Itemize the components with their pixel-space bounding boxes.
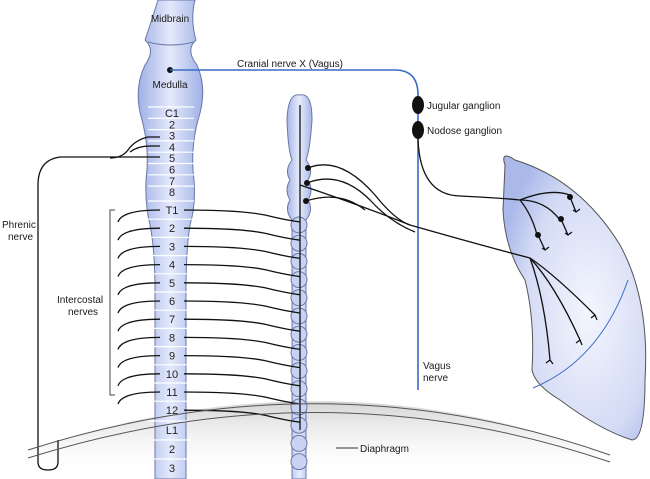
intercostal-nerve-left	[117, 245, 161, 259]
intercostal-nerve-left	[117, 336, 161, 350]
intercostal-nerve-left	[117, 227, 161, 241]
intercostal-nerve-right	[183, 209, 301, 223]
segment-label: 3	[169, 463, 175, 475]
medulla-label: Medulla	[152, 80, 187, 91]
chain-ganglion	[290, 453, 308, 471]
intercostal-nerve-right	[183, 409, 301, 423]
intercostal-nerve-right	[183, 336, 301, 351]
vagus-nerve-label-2: nerve	[423, 373, 448, 384]
vagus-cranial-label: Cranial nerve X (Vagus)	[237, 59, 343, 70]
segment-label: 4	[169, 142, 175, 154]
chain-ganglion	[290, 325, 308, 343]
intercostal-nerve-right	[183, 373, 301, 387]
chain-ganglion	[290, 289, 308, 307]
segment-label: 5	[169, 153, 175, 165]
intercostal-bracket	[109, 209, 115, 396]
segment-label: C1	[165, 108, 179, 120]
intercostal-nerves	[117, 209, 301, 423]
intercostal-label-2: nerves	[68, 307, 98, 318]
segment-label: 7	[169, 176, 175, 188]
intercostal-nerve-left	[117, 354, 161, 368]
chain-ganglion	[290, 416, 308, 434]
segment-label: 7	[169, 314, 175, 326]
diaphragm	[27, 403, 611, 463]
segment-label: 8	[169, 332, 175, 344]
segment-label: 2	[169, 444, 175, 456]
spinal-cord	[137, 0, 204, 479]
segment-label: 12	[166, 405, 178, 417]
jugular-ganglion	[412, 96, 424, 114]
midbrain-label: Midbrain	[151, 14, 189, 25]
segment-label: 6	[169, 296, 175, 308]
phrenic-label-1: Phrenic	[2, 220, 36, 231]
intercostal-label-1: Intercostal	[57, 295, 103, 306]
segment-label: 9	[169, 351, 175, 363]
intercostal-nerve-right	[183, 263, 301, 278]
intercostal-nerve-left	[117, 209, 161, 223]
phrenic-label-2: nerve	[8, 232, 33, 243]
segment-label: 2	[169, 223, 175, 235]
chain-ganglion	[290, 252, 308, 270]
intercostal-nerve-left	[117, 373, 161, 387]
chain-ganglion	[290, 343, 308, 361]
vagus-nerve-path	[170, 69, 419, 390]
intercostal-nerve-right	[183, 227, 301, 241]
sympathetic-fibers	[303, 164, 416, 233]
segment-label: 6	[169, 165, 175, 177]
nodose-ganglion	[412, 121, 424, 139]
segment-label: 10	[166, 369, 178, 381]
segment-label: 3	[169, 241, 175, 253]
segment-label: 5	[169, 278, 175, 290]
phrenic-nerve	[37, 136, 160, 471]
intercostal-nerve-left	[117, 263, 161, 277]
intercostal-nerve-right	[183, 245, 301, 260]
lung-afferent-fibers	[299, 138, 598, 365]
nodose-ganglion-label: Nodose ganglion	[427, 126, 502, 137]
chain-ganglion	[290, 307, 308, 325]
segment-label: L1	[166, 425, 178, 437]
chain-ganglion	[290, 380, 308, 398]
intercostal-nerve-right	[183, 391, 301, 405]
intercostal-nerve-left	[117, 318, 161, 332]
segment-label: 3	[169, 131, 175, 143]
segment-dividers	[148, 106, 194, 460]
segment-label: 8	[169, 187, 175, 199]
intercostal-nerve-left	[117, 282, 161, 296]
intercostal-nerve-right	[183, 354, 301, 369]
intercostal-nerve-right	[183, 300, 301, 314]
diaphragm-label: Diaphragm	[360, 444, 409, 455]
intercostal-nerve-right	[183, 318, 301, 332]
chain-ganglion	[290, 434, 308, 452]
lung	[502, 155, 647, 441]
intercostal-nerve-right	[183, 282, 301, 296]
intercostal-nerve-left	[117, 391, 161, 405]
segment-label: 2	[169, 119, 175, 131]
segment-label: T1	[166, 205, 179, 217]
chain-ganglion	[290, 362, 308, 380]
chain-ganglion	[290, 234, 308, 252]
jugular-ganglion-label: Jugular ganglion	[427, 101, 500, 112]
segment-label: 4	[169, 260, 175, 272]
vagus-nerve-label-1: Vagus	[423, 361, 451, 372]
chain-ganglion	[290, 271, 308, 289]
segment-label: 11	[166, 387, 177, 399]
intercostal-nerve-left	[117, 300, 161, 314]
chain-ganglion	[290, 216, 308, 234]
